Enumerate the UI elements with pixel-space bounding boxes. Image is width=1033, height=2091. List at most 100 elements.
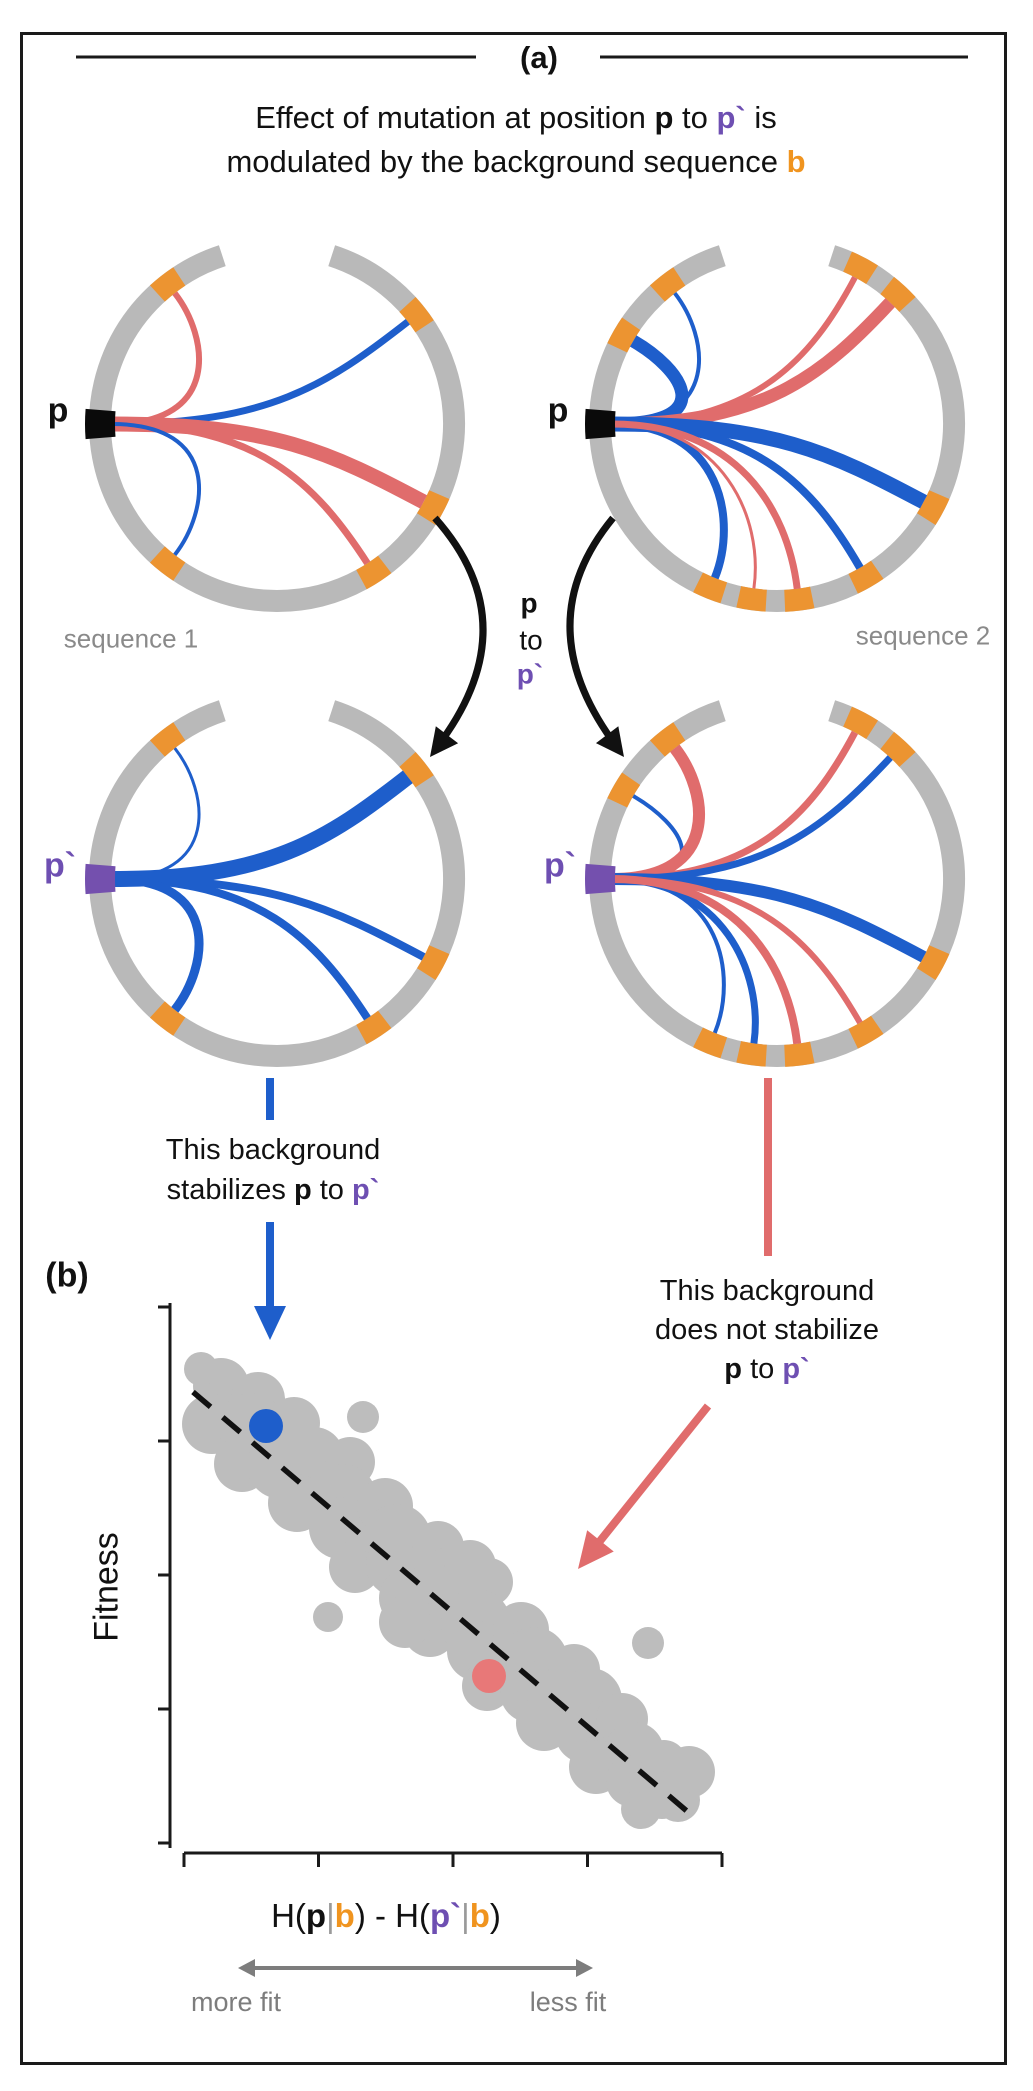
scatter-point (632, 1627, 664, 1659)
background-position-segment (416, 945, 450, 981)
background-position-segment (880, 731, 916, 767)
ring-arc (89, 700, 465, 1067)
background-position-segment (843, 706, 879, 740)
destabilized-background-point (472, 1659, 506, 1693)
chord-circle-sequence2-after (585, 700, 965, 1067)
mutation-label-to: to (519, 624, 543, 656)
destabilize-arrow (578, 1078, 772, 1569)
ring-arc (589, 245, 965, 612)
chord-circle-sequence1-before (85, 245, 465, 612)
coupling-chord-blue (111, 747, 201, 881)
coupling-chord-red (611, 420, 801, 590)
title-line-1: Effect of mutation at position p to p` i… (255, 99, 777, 135)
background-position-segment (693, 1027, 728, 1059)
ring-arc (589, 700, 965, 1067)
destabilize-arrow-shaft (588, 1403, 712, 1554)
title-line-2: modulated by the background sequence b (226, 143, 806, 179)
scatter-point (184, 1352, 218, 1386)
stabilize-note-line2: stabilizes p to p` (166, 1174, 380, 1207)
arrowhead (578, 1530, 614, 1569)
background-position-segment (848, 1015, 884, 1049)
scatter-point (663, 1746, 715, 1798)
p-label-seq1: p (47, 391, 69, 430)
background-position-segment (916, 490, 950, 526)
background-position-segment (880, 276, 916, 312)
background-position-segment (843, 251, 879, 285)
coupling-chord-blue (111, 422, 201, 557)
sequence2-label: sequence 2 (855, 620, 991, 651)
background-position-segment (693, 572, 728, 604)
destabilize-note-line2: does not stabilize (654, 1314, 880, 1347)
chord-circle-sequence1-after (85, 700, 465, 1067)
background-position-segment (916, 945, 950, 981)
sequence1-label: sequence 1 (63, 623, 199, 654)
background-position-segment (649, 267, 686, 302)
coupling-chord-blue (111, 874, 204, 1013)
coupling-chord-red (111, 291, 202, 427)
arrowhead (595, 726, 624, 757)
position-marker (585, 863, 616, 895)
scatter-point (313, 1602, 343, 1632)
background-position-segment (607, 317, 641, 353)
background-position-segment (399, 751, 434, 788)
destabilize-note-line3: p to p` (724, 1353, 810, 1386)
position-marker (85, 863, 116, 895)
panel-b-label: (b) (45, 1256, 89, 1295)
more-fit-label: more fit (190, 1987, 282, 2018)
scatter-point (347, 1401, 379, 1433)
background-position-segment (736, 586, 768, 612)
background-position-segment (149, 722, 186, 757)
background-position-segment (736, 1041, 768, 1067)
coupling-chord-red (111, 420, 371, 566)
background-position-segment (399, 296, 434, 333)
coupling-chord-blue (111, 319, 410, 428)
destabilize-note-line1: This background (659, 1275, 875, 1308)
arrowhead (430, 726, 459, 757)
mutation-arrows (430, 515, 624, 757)
stabilize-arrow (254, 1078, 286, 1340)
scatter-plot (182, 1352, 715, 1829)
mutation-arrow-right (566, 515, 620, 750)
ring-arc (89, 245, 465, 612)
mutation-label-p: p (520, 587, 538, 619)
background-position-segment (149, 546, 186, 581)
coupling-chord-blue (111, 875, 371, 1021)
coupling-chord-blue (611, 755, 893, 883)
figure-border (20, 32, 1007, 2065)
coupling-chord-red (611, 875, 802, 1045)
scatter-point (444, 1540, 496, 1592)
mutation-label-pprime: p` (516, 658, 544, 690)
background-position-segment (356, 1010, 392, 1045)
stabilized-background-point (249, 1409, 283, 1443)
arrowhead (576, 1959, 593, 1977)
chord-circle-sequence2-before (585, 245, 965, 612)
fitness-direction-arrow (238, 1959, 593, 1977)
position-marker (85, 408, 116, 440)
background-position-segment (784, 1041, 815, 1067)
p-label-seq2: p (547, 391, 569, 430)
background-position-segment (784, 586, 815, 612)
background-position-segment (416, 490, 450, 526)
less-fit-label: less fit (529, 1987, 607, 2018)
arrowhead (238, 1959, 255, 1977)
stabilize-note-line1: This background (165, 1134, 381, 1167)
background-position-segment (848, 560, 884, 594)
x-axis-label: H(p|b) - H(p`|b) (271, 1896, 501, 1934)
trend-line (191, 1389, 690, 1815)
background-position-segment (607, 772, 641, 808)
pprime-label-seq1: p` (43, 846, 77, 885)
plot-axes (158, 1303, 724, 1867)
panel-a-label: (a) (520, 39, 558, 75)
arrowhead (254, 1306, 286, 1340)
scatter-point (621, 1789, 661, 1829)
scatter-point (379, 1596, 431, 1648)
coupling-chord-blue (111, 770, 413, 887)
pprime-label-seq2: p` (543, 846, 577, 885)
background-position-segment (149, 267, 186, 302)
background-position-segment (649, 722, 686, 757)
position-marker (585, 408, 616, 440)
mutation-arrow-left (432, 515, 487, 750)
background-position-segment (149, 1001, 186, 1036)
background-position-segment (356, 555, 392, 590)
